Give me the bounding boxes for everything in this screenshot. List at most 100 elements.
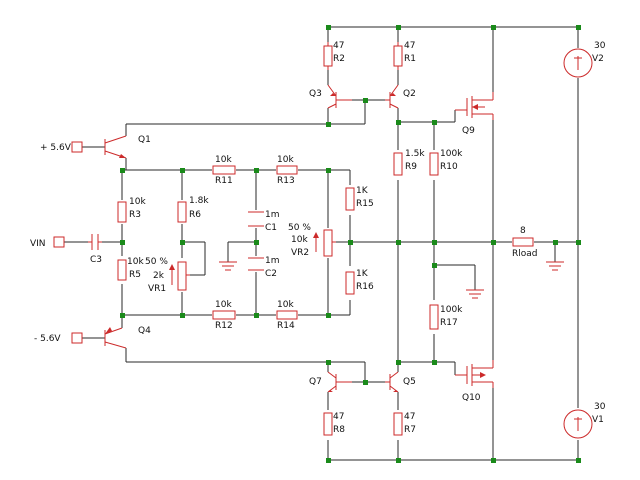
r3-label: R3 (129, 210, 141, 220)
q4-label: Q4 (138, 326, 151, 336)
pos-rail-label: + 5.6V (40, 143, 72, 153)
r9-value: 1.5k (405, 149, 425, 159)
r10-label: R10 (440, 162, 458, 172)
r15-value: 1K (356, 186, 369, 196)
resistor-r10 (429, 152, 439, 176)
resistor-r11 (212, 165, 236, 175)
transistor-q1 (104, 135, 127, 159)
rload-value: 8 (520, 226, 526, 236)
transistor-q7 (327, 371, 352, 393)
capacitor-c2 (248, 257, 264, 271)
resistor-r16 (345, 271, 355, 295)
ground-symbol-2 (466, 289, 484, 299)
vr2-percent: 50 % (288, 223, 311, 233)
r5-value: 10k (127, 257, 144, 267)
resistor-r6 (177, 201, 187, 223)
vr2-value: 10k (291, 235, 308, 245)
q2-label: Q2 (403, 89, 416, 99)
r7-value: 47 (404, 412, 415, 422)
r5-label: R5 (129, 270, 141, 280)
potentiometer-vr1 (169, 261, 190, 291)
q1-label: Q1 (138, 135, 151, 145)
vr1-label: VR1 (148, 284, 166, 294)
r16-value: 1K (356, 269, 369, 279)
c3-label: C3 (90, 255, 102, 265)
r17-label: R17 (440, 318, 458, 328)
r12-value: 10k (215, 300, 232, 310)
r7-label: R7 (404, 425, 416, 435)
terminal-neg-rail (71, 332, 83, 344)
capacitor-c3 (88, 234, 102, 250)
transistor-q5 (385, 371, 399, 393)
labels: + 5.6V VIN - 5.6V Q1 Q4 Q3 Q2 Q7 Q5 Q9 Q… (30, 41, 606, 435)
vr1-value: 2k (153, 271, 165, 281)
v1-label: V1 (592, 415, 604, 425)
q7-label: Q7 (309, 377, 322, 387)
resistor-r9 (393, 152, 403, 176)
r9-label: R9 (405, 162, 417, 172)
r14-value: 10k (277, 300, 294, 310)
q10-label: Q10 (462, 393, 481, 403)
r16-label: R16 (356, 282, 374, 292)
resistor-r2 (323, 42, 333, 70)
resistor-r12 (212, 310, 236, 320)
r8-value: 47 (333, 412, 344, 422)
r8-label: R8 (333, 425, 345, 435)
ground-symbol-3 (546, 261, 564, 271)
r17-value: 100k (440, 305, 463, 315)
resistor-rload (512, 237, 534, 247)
r6-label: R6 (189, 210, 201, 220)
q5-label: Q5 (403, 377, 416, 387)
terminal-vin (53, 236, 65, 248)
mosfet-q9 (455, 92, 494, 120)
resistor-r1 (393, 42, 403, 70)
vr1-percent: 50 % (145, 257, 168, 267)
transistor-q3 (327, 84, 352, 109)
resistor-r17 (429, 304, 439, 330)
potentiometer-vr2 (313, 229, 336, 257)
v1-value: 30 (594, 402, 606, 412)
neg-rail-label: - 5.6V (34, 334, 61, 344)
mosfet-q10 (455, 360, 494, 388)
r11-label: R11 (215, 176, 233, 186)
transistor-q4 (104, 327, 127, 349)
vin-label: VIN (30, 239, 46, 249)
capacitor-c1 (248, 211, 264, 227)
ground-symbol-1 (219, 261, 237, 271)
resistor-r14 (276, 310, 298, 320)
c2-value: 1m (265, 256, 280, 266)
r12-label: R12 (215, 321, 233, 331)
v2-value: 30 (594, 41, 606, 51)
junctions (120, 25, 581, 463)
resistor-r13 (276, 165, 298, 175)
voltage-source-v2 (563, 48, 593, 78)
r1-value: 47 (404, 41, 415, 51)
r6-value: 1.8k (189, 196, 209, 206)
r1-label: R1 (404, 54, 416, 64)
resistor-r3 (117, 201, 127, 223)
q9-label: Q9 (462, 126, 475, 136)
r3-value: 10k (129, 197, 146, 207)
c1-value: 1m (265, 210, 280, 220)
c2-label: C2 (265, 269, 277, 279)
transistor-q2 (385, 84, 399, 109)
r13-label: R13 (277, 176, 295, 186)
r13-value: 10k (277, 155, 294, 165)
c1-label: C1 (265, 223, 277, 233)
resistor-r5 (117, 259, 127, 281)
r10-value: 100k (440, 149, 463, 159)
r11-value: 10k (215, 155, 232, 165)
q3-label: Q3 (309, 89, 322, 99)
r15-label: R15 (356, 199, 374, 209)
resistor-r8 (323, 412, 333, 436)
terminal-pos-rail (71, 141, 83, 153)
resistor-r7 (393, 412, 403, 436)
r14-label: R14 (277, 321, 295, 331)
resistor-r15 (345, 187, 355, 211)
v2-label: V2 (592, 54, 604, 64)
vr2-label: VR2 (291, 248, 309, 258)
voltage-source-v1 (563, 409, 593, 439)
rload-label: Rload (512, 249, 538, 259)
